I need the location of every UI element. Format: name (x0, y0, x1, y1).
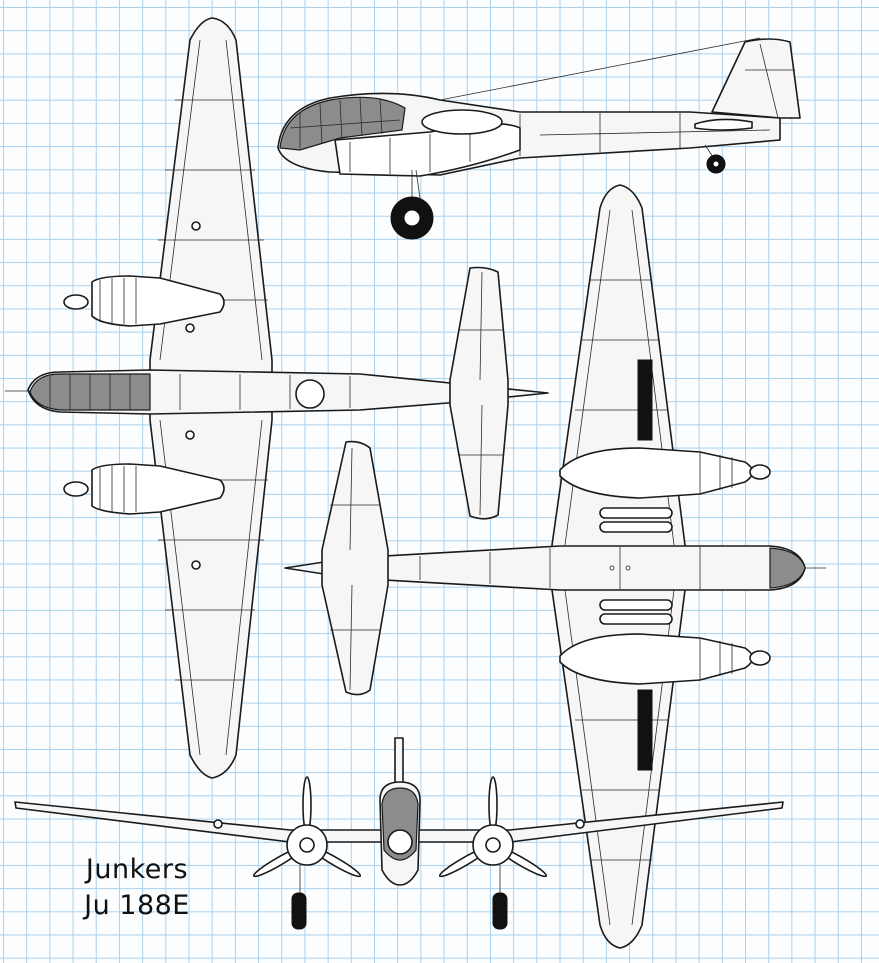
side-view (277, 37, 801, 240)
top-view (5, 17, 549, 779)
bottom-view-engine-upper (559, 447, 771, 499)
bomb-racks (599, 359, 673, 771)
caption-maker: Junkers (85, 854, 189, 885)
top-view-engine-lower (63, 463, 225, 515)
bottom-view (284, 184, 826, 949)
front-view (14, 737, 784, 930)
front-view-propeller-right (438, 776, 548, 878)
bottom-view-engine-lower (559, 633, 771, 685)
aircraft-caption: Junkers Ju 188E (52, 852, 222, 924)
caption-model: Ju 188E (84, 890, 190, 921)
front-view-propeller-left (252, 776, 362, 878)
top-view-engine-upper (63, 275, 225, 327)
